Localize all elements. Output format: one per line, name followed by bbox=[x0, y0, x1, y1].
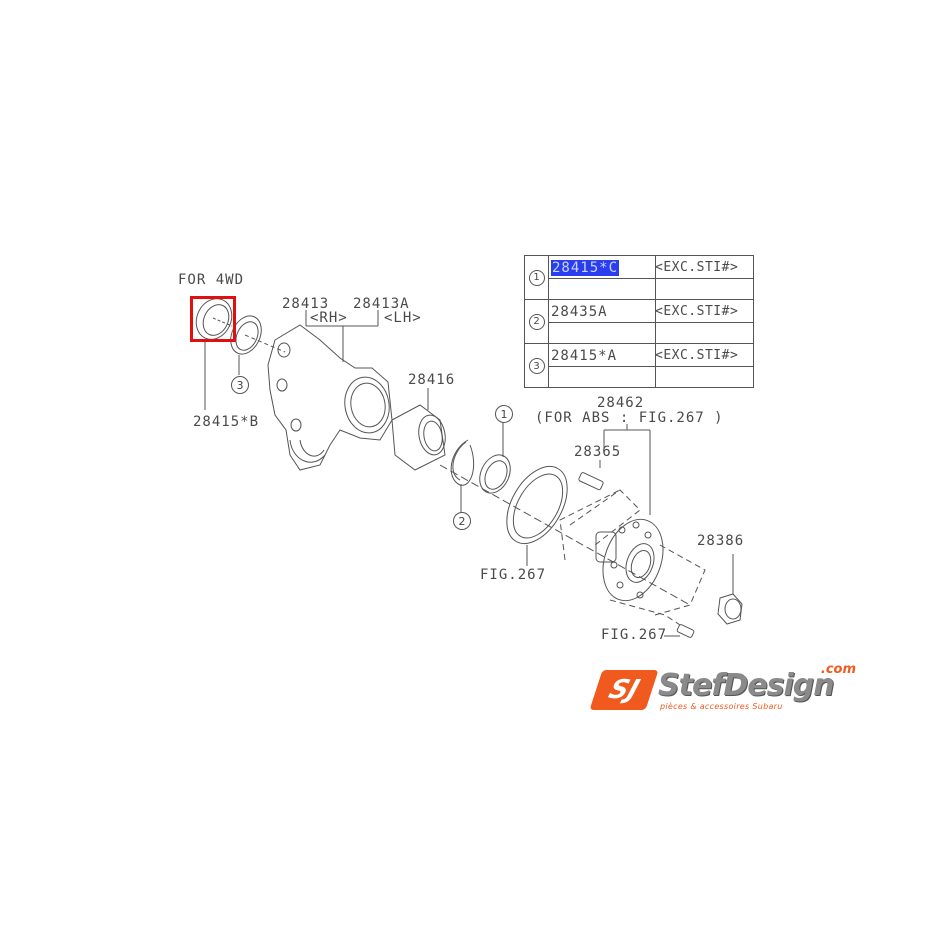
legend-callout-3: 3 bbox=[528, 358, 545, 374]
legend-row-2[interactable]: 2 28435A <EXC.STI#> bbox=[525, 300, 753, 344]
label-fig267-ring[interactable]: FIG.267 bbox=[480, 567, 547, 583]
callout-1: 1 bbox=[495, 405, 513, 423]
label-rh: <RH> bbox=[310, 310, 348, 326]
seal-28415b[interactable] bbox=[190, 293, 239, 345]
legend-condition: <EXC.STI#> bbox=[655, 348, 739, 363]
label-28462[interactable]: 28462 bbox=[597, 395, 645, 411]
abs-tone-ring bbox=[506, 466, 568, 544]
legend-condition: <EXC.STI#> bbox=[655, 304, 739, 319]
small-bolt bbox=[676, 624, 695, 638]
legend-condition: <EXC.STI#> bbox=[655, 260, 739, 275]
parts-legend-table: 1 28415*C <EXC.STI#> 2 28435A <EXC.STI#>… bbox=[524, 255, 754, 388]
label-for-4wd: FOR 4WD bbox=[178, 272, 245, 288]
legend-row-3[interactable]: 3 28415*A <EXC.STI#> bbox=[525, 344, 753, 388]
bearing-28416 bbox=[391, 404, 446, 471]
logo-name: StefDesign bbox=[658, 668, 835, 703]
label-fig267-bolt[interactable]: FIG.267 bbox=[601, 627, 668, 643]
label-28413a[interactable]: 28413A bbox=[353, 296, 410, 312]
legend-part-number[interactable]: 28435A bbox=[551, 304, 608, 320]
logo-domain: .com bbox=[820, 662, 856, 677]
callout-2: 2 bbox=[453, 512, 471, 530]
legend-part-number[interactable]: 28415*A bbox=[551, 348, 618, 364]
label-28365[interactable]: 28365 bbox=[574, 444, 622, 460]
stefdesign-logo[interactable]: SJ StefDesign .com pièces & accessoires … bbox=[589, 662, 858, 714]
logo-tagline: pièces & accessoires Subaru bbox=[660, 702, 783, 711]
hub-28462 bbox=[595, 518, 664, 602]
legend-part-number[interactable]: 28415*C bbox=[551, 260, 620, 276]
label-28415b[interactable]: 28415*B bbox=[193, 414, 260, 430]
logo-mark-icon: SJ bbox=[589, 670, 659, 710]
legend-callout-2: 2 bbox=[528, 313, 545, 330]
label-for-abs: (FOR ABS : FIG.267 ) bbox=[535, 410, 724, 426]
knuckle-housing bbox=[267, 324, 393, 471]
selected-part-highlight bbox=[190, 296, 236, 342]
label-lh: <LH> bbox=[384, 310, 422, 326]
label-28386[interactable]: 28386 bbox=[697, 533, 745, 549]
legend-callout-1: 1 bbox=[528, 269, 545, 286]
hub-bolt-28365 bbox=[578, 472, 604, 491]
callout-3: 3 bbox=[231, 376, 249, 394]
label-28413[interactable]: 28413 bbox=[282, 296, 330, 312]
seal-1 bbox=[479, 454, 511, 494]
label-28416[interactable]: 28416 bbox=[408, 372, 456, 388]
axle-nut-28386 bbox=[717, 593, 743, 625]
legend-row-1[interactable]: 1 28415*C <EXC.STI#> bbox=[525, 256, 753, 300]
snap-ring bbox=[450, 439, 475, 486]
